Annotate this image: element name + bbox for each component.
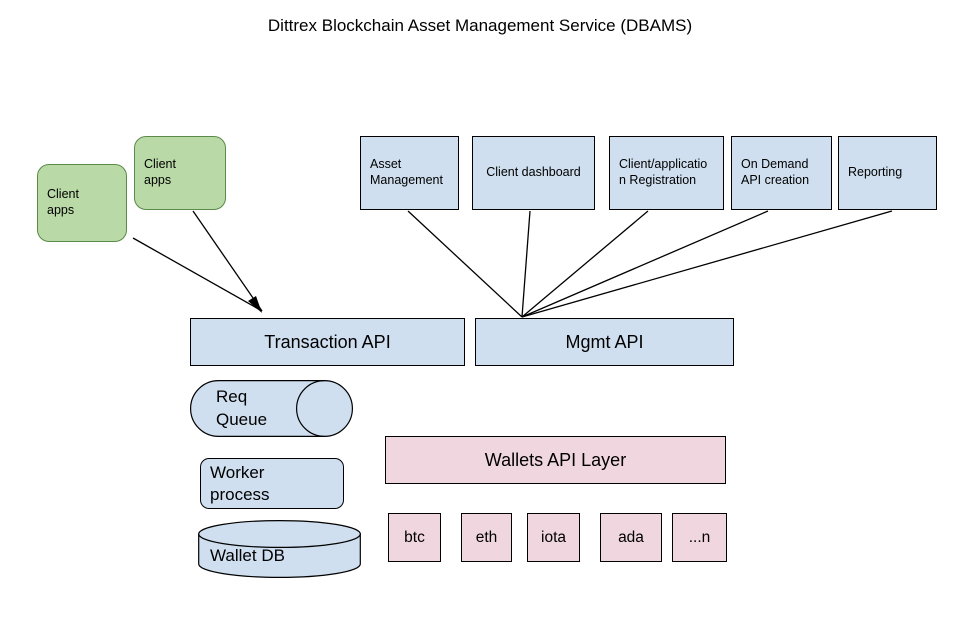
feature-box-client-registration[interactable]: Client/applicatio n Registration xyxy=(609,136,724,210)
wallets-api-layer-box[interactable]: Wallets API Layer xyxy=(385,436,726,484)
coin-label-btc: btc xyxy=(404,528,425,546)
coin-box-ada[interactable]: ada xyxy=(600,513,662,562)
wallet-db-label: Wallet DB xyxy=(210,546,285,565)
client-apps-label-1: Client apps xyxy=(47,187,79,217)
coin-label-eth: eth xyxy=(475,528,498,546)
coin-label-n: ...n xyxy=(688,528,711,546)
wallet-db-cylinder[interactable]: Wallet DB xyxy=(198,520,361,578)
connector-client-registration-to-mgmt-api xyxy=(521,210,649,318)
coin-label-iota: iota xyxy=(541,528,566,546)
feature-label-asset-management: Asset Management xyxy=(370,157,443,187)
feature-label-on-demand-api: On Demand API creation xyxy=(741,157,810,187)
coin-box-btc[interactable]: btc xyxy=(388,513,441,562)
feature-label-client-dashboard: Client dashboard xyxy=(486,165,581,180)
mgmt-api-label: Mgmt API xyxy=(565,331,644,352)
connector-client1-to-transaction-api xyxy=(132,237,263,312)
feature-box-asset-management[interactable]: Asset Management xyxy=(360,136,459,210)
worker-process-box[interactable]: Worker process xyxy=(200,458,344,509)
transaction-api-label: Transaction API xyxy=(264,331,391,352)
connector-reporting-to-mgmt-api xyxy=(521,210,893,318)
coin-box-iota[interactable]: iota xyxy=(527,513,580,562)
coin-box-eth[interactable]: eth xyxy=(461,513,512,562)
client-apps-label-2: Client apps xyxy=(144,157,176,187)
mgmt-api-box[interactable]: Mgmt API xyxy=(475,318,734,366)
transaction-api-box[interactable]: Transaction API xyxy=(190,318,465,366)
arrowhead-transaction-api xyxy=(248,296,262,313)
page-title: Dittrex Blockchain Asset Management Serv… xyxy=(267,16,693,35)
req-queue-label: Req Queue xyxy=(216,387,268,429)
wallets-api-layer-label: Wallets API Layer xyxy=(484,449,627,470)
client-apps-box-1[interactable]: Client apps xyxy=(37,164,127,242)
connector-client-dashboard-to-mgmt-api xyxy=(521,210,531,318)
feature-label-reporting: Reporting xyxy=(848,165,903,180)
worker-process-label: Worker process xyxy=(210,463,270,504)
client-apps-box-2[interactable]: Client apps xyxy=(134,136,226,210)
connector-asset-management-to-mgmt-api xyxy=(407,210,523,318)
feature-box-reporting[interactable]: Reporting xyxy=(838,136,937,210)
feature-label-client-registration: Client/applicatio n Registration xyxy=(619,157,708,187)
connector-on-demand-api-to-mgmt-api xyxy=(521,210,769,318)
feature-box-on-demand-api[interactable]: On Demand API creation xyxy=(731,136,832,210)
feature-box-client-dashboard[interactable]: Client dashboard xyxy=(472,136,595,210)
coin-box-n[interactable]: ...n xyxy=(672,513,727,562)
coin-label-ada: ada xyxy=(618,528,644,546)
req-queue-cylinder[interactable]: Req Queue xyxy=(190,380,353,437)
connector-client2-to-transaction-api xyxy=(192,210,263,312)
